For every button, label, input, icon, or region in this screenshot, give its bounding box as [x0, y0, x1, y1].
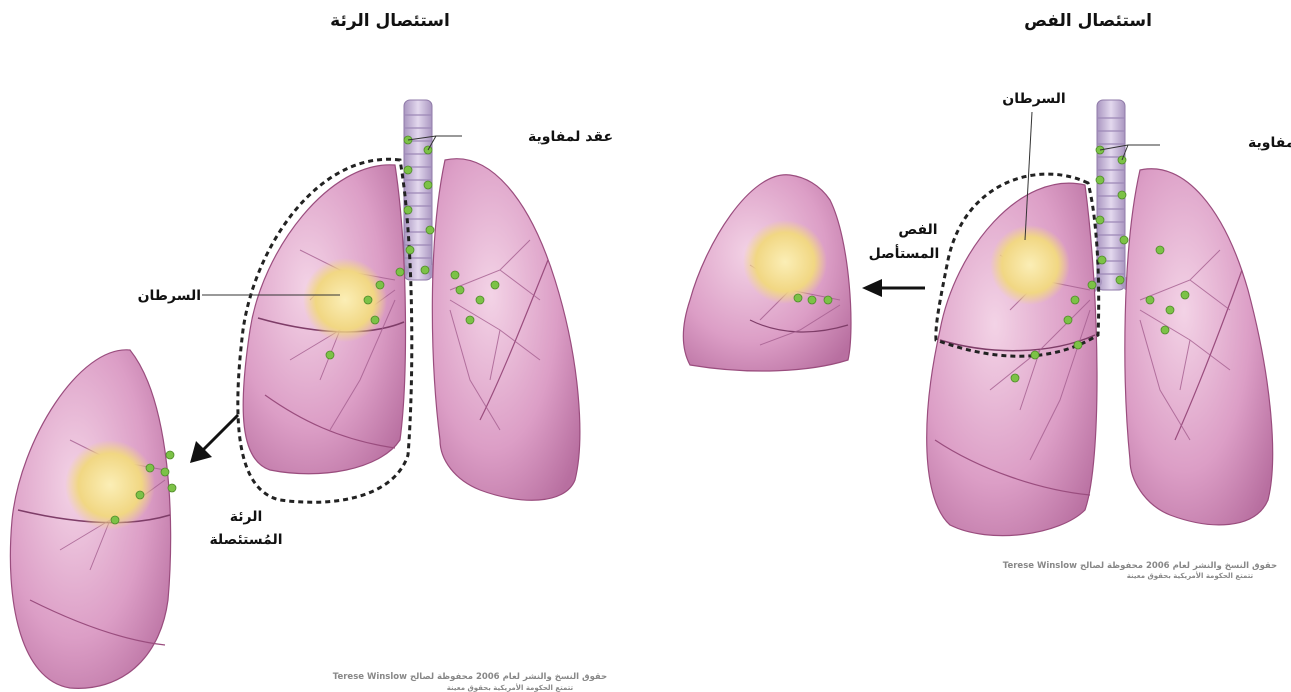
lung-to-remove [243, 165, 405, 474]
arrow-icon [190, 415, 238, 463]
lung-with-lobe [927, 183, 1097, 535]
removed-lobe-label-line2: المستأصل [869, 244, 940, 262]
pneumonectomy-panel: استئصال الرئة عقد لمفاوية السرطان الرئة … [10, 11, 613, 692]
removed-lobe [683, 175, 851, 371]
arrow-icon [862, 279, 925, 297]
copyright-line1: حقوق النسخ والنشر لعام 2006 محفوظة لصالح… [1003, 561, 1277, 571]
lymph-nodes-label: عقد لمفاوية [528, 129, 613, 145]
remaining-lung [1125, 169, 1273, 525]
cancer-label: السرطان [1002, 91, 1065, 107]
copyright-line1: حقوق النسخ والنشر لعام 2006 محفوظة لصالح… [333, 672, 607, 682]
removed-lobe-label-line1: الفص [898, 222, 937, 238]
tumor-icon [990, 225, 1070, 305]
pneumonectomy-title: استئصال الرئة [330, 11, 450, 31]
lobectomy-title: استئصال الفص [1024, 11, 1152, 31]
removed-lung [10, 350, 176, 689]
removed-lung-label-line1: الرئة [230, 509, 263, 525]
copyright-line2: تتمتع الحكومة الأمريكية بحقوق معينة [1127, 571, 1254, 580]
tumor-icon [303, 258, 387, 342]
cancer-label: السرطان [138, 288, 201, 304]
lobectomy-panel: استئصال الفص السرطان عقد لمفاوية الفص ال… [683, 11, 1291, 580]
copyright-line2: تتمتع الحكومة الأمريكية بحقوق معينة [447, 683, 574, 692]
lymph-nodes-label: عقد لمفاوية [1248, 135, 1291, 151]
removed-lung-label-line2: المُستئصلة [209, 532, 282, 548]
remaining-lung [432, 159, 579, 501]
